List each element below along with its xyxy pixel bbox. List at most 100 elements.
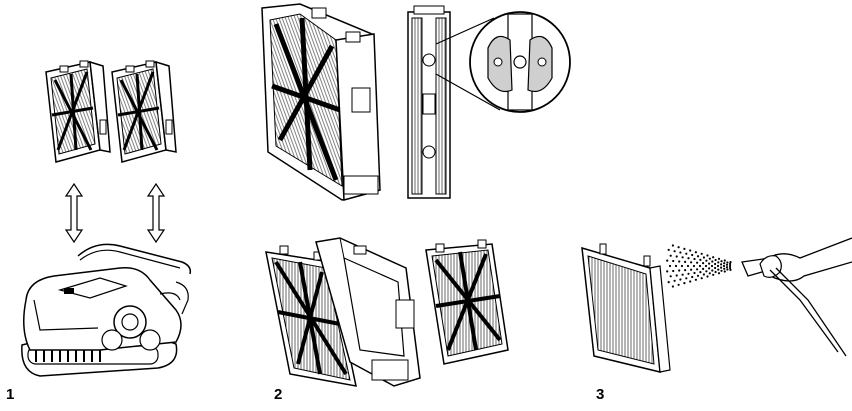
water-spray [666,244,732,288]
spray-dot [700,252,703,255]
spray-dot [684,269,687,272]
step-2-bottom-illustration [265,237,509,387]
filter-cartridge-right [111,60,177,163]
spray-dot [673,250,676,253]
spray-dot [668,264,672,268]
spray-dot [706,254,709,257]
spray-dot [729,261,732,264]
spray-dot [725,263,729,266]
spray-dot [679,251,682,254]
spray-dot [672,259,675,263]
spray-dot [716,264,720,268]
spray-dot [723,259,726,262]
spray-dot [681,273,684,276]
spray-dot [702,262,705,265]
spray-dot [683,282,686,285]
spray-dot [714,258,717,262]
spray-dot [712,256,715,259]
spray-dot [696,274,700,277]
spray-dot [705,270,708,273]
spray-dot [694,278,698,281]
spray-dot [678,269,681,272]
spray-dot [684,260,687,263]
spray-dot [722,264,726,268]
pool-cleaner-robot [21,243,192,377]
step-number-3: 3 [596,386,605,403]
filter-panel-right [425,239,509,365]
spray-dot [729,266,732,270]
spray-dot [711,269,714,272]
spray-dot [699,258,702,261]
spray-dot [671,244,675,247]
spray-dot [685,252,688,255]
spray-dot [687,272,690,275]
spray-dot [683,247,686,250]
spray-dot [669,275,672,278]
spray-dot [671,285,675,288]
spray-dot [708,257,711,260]
spray-dot [686,264,690,268]
spray-dot [673,279,676,282]
spray-dot [689,249,692,252]
spray-dot [717,272,721,275]
spray-dot [693,271,696,275]
filter-panel-rinse [581,243,671,373]
spray-dot [667,281,670,284]
spray-dot [720,263,723,266]
spray-dot [714,262,717,266]
spray-dot [667,248,670,251]
spray-dot [720,260,723,263]
spray-dot [726,261,729,264]
filter-housing-open [261,3,381,201]
hose-with-hand [741,237,852,357]
spray-dot [717,261,720,264]
spray-dot [681,256,684,259]
double-arrow-right [146,182,166,244]
spray-dot [680,264,684,268]
spray-dot [696,255,700,258]
spray-dot [693,257,696,261]
spray-dot [678,260,681,263]
spray-dot [685,277,688,280]
spray-dot [723,270,726,273]
step-1-illustration [21,60,192,377]
spray-dot [710,264,714,268]
filter-cartridge-left [45,60,111,163]
spray-dot [705,259,708,262]
spray-dot [729,262,732,266]
spray-dot [711,260,714,263]
spray-dot [714,266,717,270]
spray-dot [699,271,702,274]
spray-dot [706,275,709,278]
spray-dot [675,274,678,277]
double-arrow-left [64,182,84,244]
spray-dot [677,246,680,249]
spray-dot [696,261,699,264]
spray-dot [679,278,682,281]
detail-magnifier [435,11,571,113]
spray-dot [692,264,696,268]
spray-dot [694,251,698,254]
spray-dot [708,262,711,265]
spray-dot [677,283,680,286]
spray-dot [687,257,690,260]
spray-dot [717,268,720,271]
spray-dot [666,270,669,273]
spray-dot [696,268,699,271]
spray-dot [702,273,706,276]
spray-dot [689,280,692,283]
spray-dot [666,259,669,262]
spray-dot [698,264,702,268]
spray-dot [725,266,729,269]
spray-dot [712,273,715,276]
spray-dot [723,262,726,265]
spray-dot [726,268,729,271]
spray-dot [700,277,703,280]
spray-dot [691,275,694,279]
step-2-top-illustration [261,3,571,201]
spray-dot [729,268,732,271]
spray-dot [704,264,708,268]
spray-dot [691,253,694,257]
